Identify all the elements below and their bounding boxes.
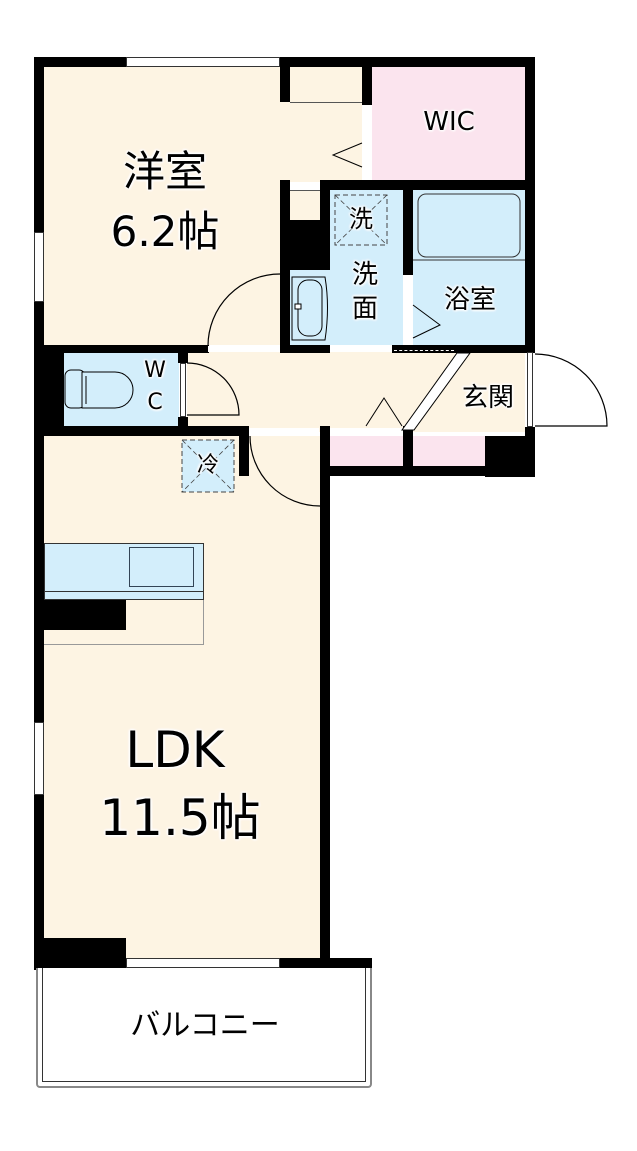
fridge-label: 冷 <box>196 453 219 478</box>
wall-left-lower <box>34 795 44 970</box>
wic-door-arrow <box>331 142 363 168</box>
washroom-door-opening <box>330 346 392 352</box>
wall-ldk-top <box>34 426 249 436</box>
wall-right-upper <box>525 57 535 352</box>
balcony-label: バルコニー <box>130 1008 280 1043</box>
toilet-left-pillar <box>34 345 64 435</box>
kitchen-counter <box>44 543 204 600</box>
toilet-label-c: C <box>147 390 163 415</box>
ldk-size: 11.5帖 <box>99 789 261 847</box>
toilet-bowl <box>81 371 134 409</box>
wall-wic-bottom <box>320 180 535 190</box>
shoe-cabinet-door-opening <box>330 428 403 434</box>
bath-door-opening <box>405 275 411 345</box>
wic-floor <box>372 67 525 181</box>
entrance-door-swing <box>534 353 608 427</box>
wall-entrance-bottom <box>320 466 535 476</box>
washing-machine-space <box>334 194 388 246</box>
toilet-door-swing <box>186 362 240 416</box>
western-room-size: 6.2帖 <box>110 207 220 256</box>
toilet-label-w: W <box>144 358 166 383</box>
sliding-door-dashed <box>394 350 454 351</box>
closet-shelf-line-2 <box>290 190 320 191</box>
wall-wet-bottom-right <box>392 345 535 353</box>
wash-basin <box>291 276 328 341</box>
wall-left-upper <box>34 57 44 232</box>
washroom-label-2: 面 <box>351 294 378 324</box>
washroom-floor <box>330 190 403 345</box>
closet-floor-lower <box>290 190 320 220</box>
bathtub <box>417 193 521 258</box>
wall-toilet-right-bottom <box>178 417 188 427</box>
toilet-door-opening <box>180 363 186 417</box>
kitchen-counter-edge <box>44 591 204 592</box>
entrance-door-opening <box>527 352 533 427</box>
wic-door-opening <box>364 105 370 181</box>
window-ldk-left[interactable] <box>34 722 44 795</box>
ldk-floor <box>44 436 320 966</box>
ldk-name: LDK <box>125 721 225 779</box>
wall-wet-bottom-left <box>280 345 330 353</box>
wall-top-right <box>280 57 535 67</box>
ldk-corner-pillar <box>34 938 126 968</box>
shoe-cabinet-divider <box>403 426 413 476</box>
bathroom-label: 浴室 <box>443 285 496 315</box>
balcony <box>36 968 372 1088</box>
western-room-floor <box>44 67 290 345</box>
wall-wic-left <box>362 57 372 105</box>
window-western-left[interactable] <box>34 232 44 302</box>
wall-western-right-top <box>280 57 290 102</box>
window-western-top[interactable] <box>126 57 280 67</box>
fridge-side-wall <box>239 426 249 476</box>
entrance-step <box>401 352 471 431</box>
wall-washroom-left <box>320 180 330 270</box>
ldk-door-swing <box>249 435 321 507</box>
washroom-label-1: 洗 <box>351 260 378 290</box>
wall-toilet-right-top <box>178 353 188 363</box>
wall-hall-bottom-mid <box>320 426 330 436</box>
western-door-opening <box>208 346 280 352</box>
washing-machine-label: 洗 <box>349 205 373 233</box>
bath-door-arrow <box>412 304 441 339</box>
shoe-cabinet-right <box>413 436 485 466</box>
western-room-name: 洋室 <box>122 147 207 196</box>
wall-ldk-right <box>320 427 330 967</box>
kitchen-back-wall <box>44 600 126 630</box>
ldk-door-opening <box>249 428 319 434</box>
kitchen-base <box>44 600 204 645</box>
entrance-label: 玄関 <box>461 383 514 413</box>
shoe-cabinet-arrow <box>365 397 403 427</box>
shoe-cabinet-left <box>330 436 403 466</box>
kitchen-sink <box>129 547 194 587</box>
wall-western-bottom-left <box>34 345 209 353</box>
wall-ldk-bottom-right <box>280 958 372 968</box>
balcony-inner-rail <box>42 968 366 1082</box>
wall-left-mid <box>34 302 44 722</box>
wall-top-left <box>34 57 126 67</box>
closet-shelf-line <box>290 102 362 103</box>
wic-label: WIC <box>423 107 475 137</box>
wall-bath-partition <box>403 190 413 275</box>
western-door-swing <box>207 273 281 347</box>
window-ldk-bottom[interactable] <box>126 958 280 968</box>
closet-floor <box>290 67 362 182</box>
hallway-floor <box>187 352 525 432</box>
